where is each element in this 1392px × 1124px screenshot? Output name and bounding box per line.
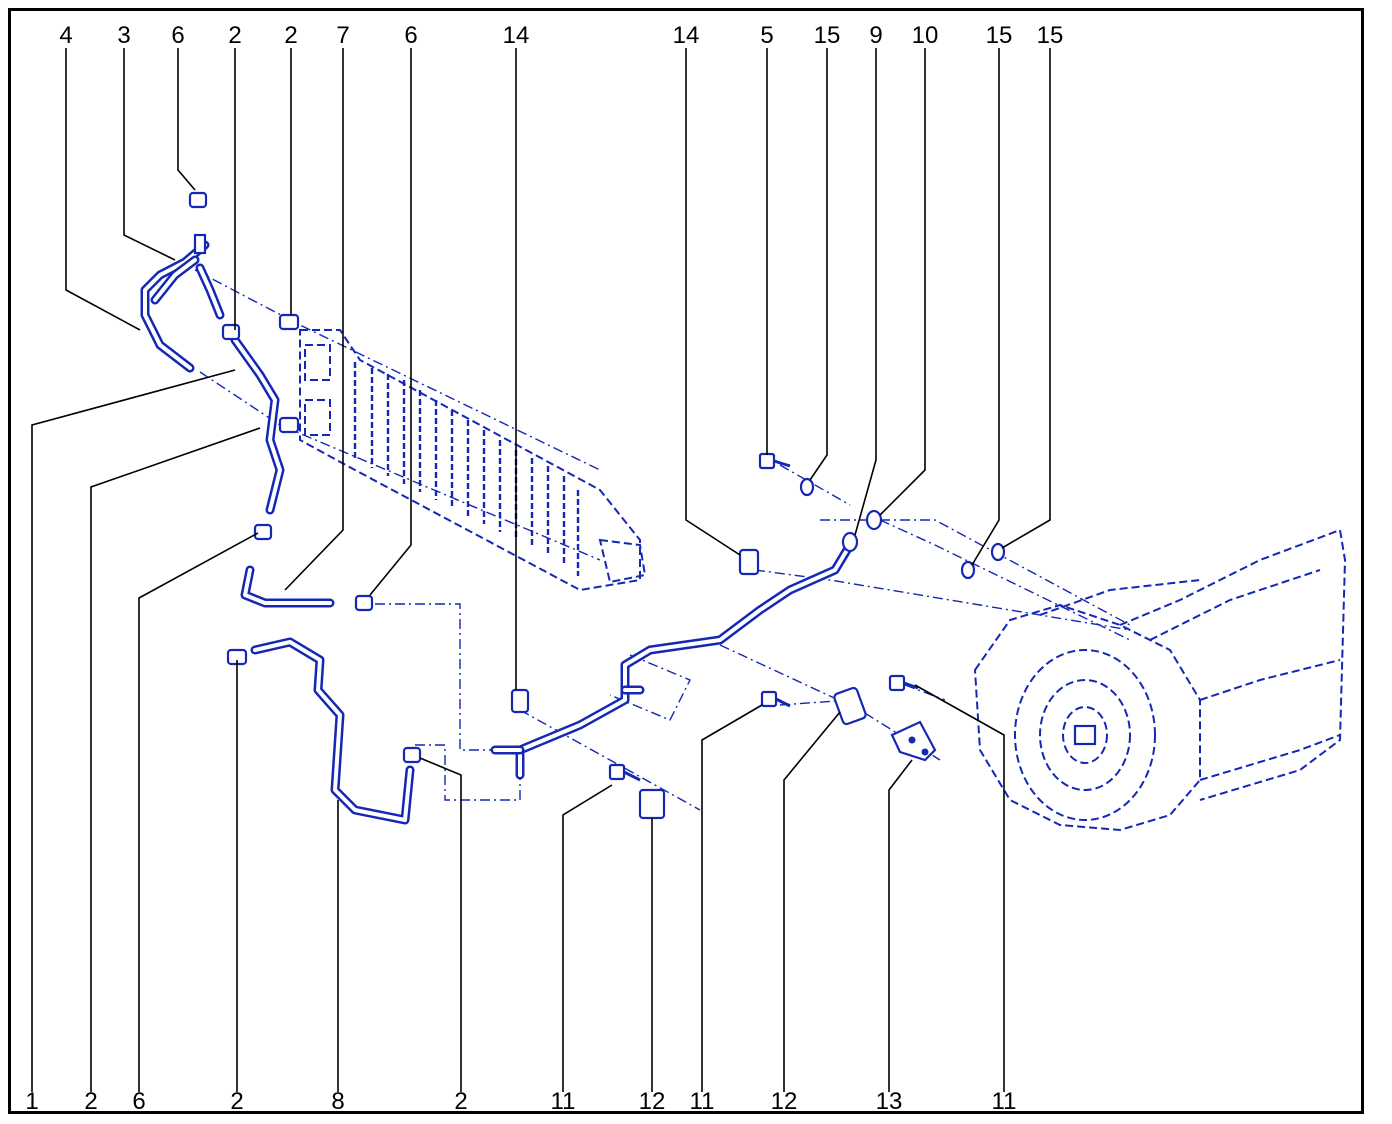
callout-bottom-10: 12: [770, 1088, 798, 1115]
clamp-6-right: [354, 594, 374, 612]
fitting-top: [193, 233, 207, 255]
clamp-6-top: [188, 191, 208, 209]
clamp-2-right-upper: [278, 313, 300, 331]
callout-bottom-2: 2: [84, 1088, 98, 1115]
banjo-fitting-9: [841, 531, 859, 553]
bolt-11-left: [608, 763, 641, 782]
banjo-fitting-10: [865, 509, 883, 531]
washer-15-c: [990, 542, 1006, 562]
leader-lines: [31, 48, 1051, 1092]
transmission-cooler-pipe: [490, 540, 855, 780]
transmission-housing: [973, 528, 1347, 832]
callout-bottom-5: 8: [331, 1088, 345, 1115]
hose-lower-return: [250, 637, 415, 825]
callout-bottom-4: 2: [230, 1088, 244, 1115]
hose-lower-feed: [240, 565, 335, 608]
callout-top-2: 3: [117, 22, 131, 49]
callout-bottom-3: 6: [132, 1088, 146, 1115]
callout-top-13: 10: [911, 22, 939, 49]
callout-bottom-12: 11: [991, 1088, 1017, 1115]
callout-top-7: 6: [404, 22, 418, 49]
callout-top-5: 2: [284, 22, 298, 49]
callout-top-9: 14: [672, 22, 700, 49]
callout-bottom-1: 1: [25, 1088, 39, 1115]
callout-top-8: 14: [502, 22, 530, 49]
callout-top-12: 9: [869, 22, 883, 49]
clip-14-right: [738, 548, 760, 576]
callout-top-15: 15: [1036, 22, 1064, 49]
bracket-12-right: [833, 686, 867, 726]
washer-15-b: [960, 560, 976, 580]
hose-upper-return: [140, 240, 225, 373]
callout-bottom-11: 13: [875, 1088, 903, 1115]
callout-top-6: 7: [336, 22, 350, 49]
hose-cooler-inlet: [230, 335, 285, 515]
callout-top-3: 6: [171, 22, 185, 49]
callout-bottom-7: 11: [550, 1088, 576, 1115]
bolt-11-right: [888, 674, 919, 692]
callout-top-11: 15: [813, 22, 841, 49]
callout-bottom-9: 11: [689, 1088, 715, 1115]
parts: [188, 191, 1006, 820]
clamp-6-middle: [253, 523, 273, 541]
clamp-2-right-lower: [278, 416, 300, 434]
bolt-5: [758, 452, 791, 470]
bracket-12-left: [638, 788, 666, 820]
clamp-2-lower-right: [402, 746, 422, 764]
callout-bottom-8: 12: [638, 1088, 666, 1115]
callout-top-10: 5: [760, 22, 774, 49]
callout-top-1: 4: [59, 22, 73, 49]
clamp-2-upper: [221, 323, 241, 341]
oil-cooler-radiator: [299, 329, 647, 592]
clip-14-left: [510, 688, 530, 714]
callout-top-4: 2: [228, 22, 242, 49]
callout-bottom-6: 2: [454, 1088, 468, 1115]
callout-top-14: 15: [985, 22, 1013, 49]
washer-15-a: [799, 477, 815, 497]
bolt-11-middle: [760, 690, 791, 708]
